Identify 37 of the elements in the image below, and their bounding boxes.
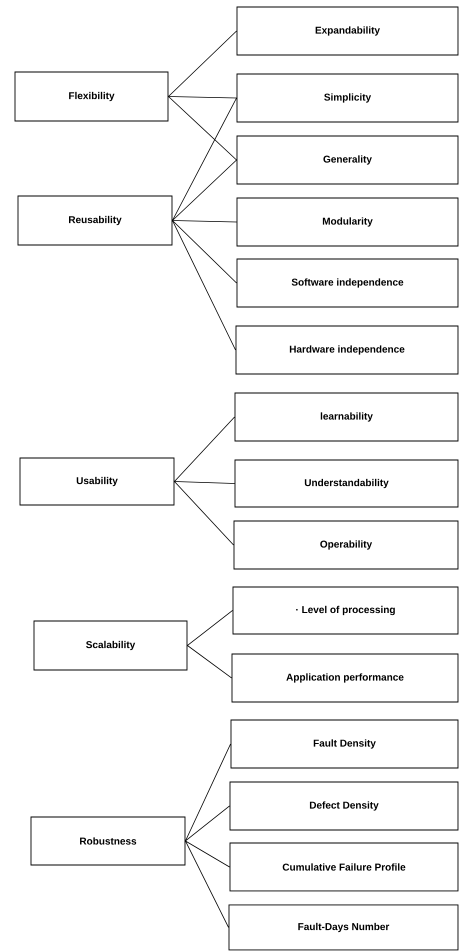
attribute-box: Scalability xyxy=(34,620,188,670)
metric-box: Simplicity xyxy=(236,74,458,122)
metric-box: learnability xyxy=(234,392,458,442)
connector-line xyxy=(168,30,237,97)
attribute-box: Reusability xyxy=(18,196,172,246)
connector-line xyxy=(185,744,231,842)
metric-box: · Level of processing xyxy=(232,586,458,634)
attribute-box: Flexibility xyxy=(14,72,168,122)
connector-line xyxy=(187,610,233,646)
connector-line xyxy=(172,220,236,350)
connector-line xyxy=(172,220,237,222)
connector-line xyxy=(174,416,235,482)
metric-box: Application performance xyxy=(232,654,458,702)
connector-line xyxy=(185,806,230,842)
connector-line xyxy=(168,96,237,160)
metric-box: Fault Density xyxy=(230,720,458,768)
connector-line xyxy=(172,220,237,284)
metric-box: Defect Density xyxy=(230,782,458,830)
metric-box: Modularity xyxy=(236,198,458,246)
metric-box: Cumulative Failure Profile xyxy=(230,842,458,892)
connector-line xyxy=(185,840,229,928)
connector-line xyxy=(174,481,235,484)
connector-line xyxy=(174,481,234,546)
connector-line xyxy=(187,645,232,678)
metric-box: Operability xyxy=(234,520,458,570)
attribute-box: Robustness xyxy=(30,816,186,866)
metric-box: Understandability xyxy=(234,460,458,508)
connector-line xyxy=(168,96,237,98)
attribute-box: Usability xyxy=(20,458,174,506)
connector-line xyxy=(172,160,237,221)
metric-box: Software independence xyxy=(236,258,458,308)
connector-line xyxy=(172,98,237,221)
metric-box: Expandability xyxy=(236,6,458,56)
connector-line xyxy=(185,840,230,868)
metric-box: Fault-Days Number xyxy=(228,904,458,950)
metric-box: Generality xyxy=(236,136,458,184)
metric-box: Hardware independence xyxy=(236,326,458,374)
